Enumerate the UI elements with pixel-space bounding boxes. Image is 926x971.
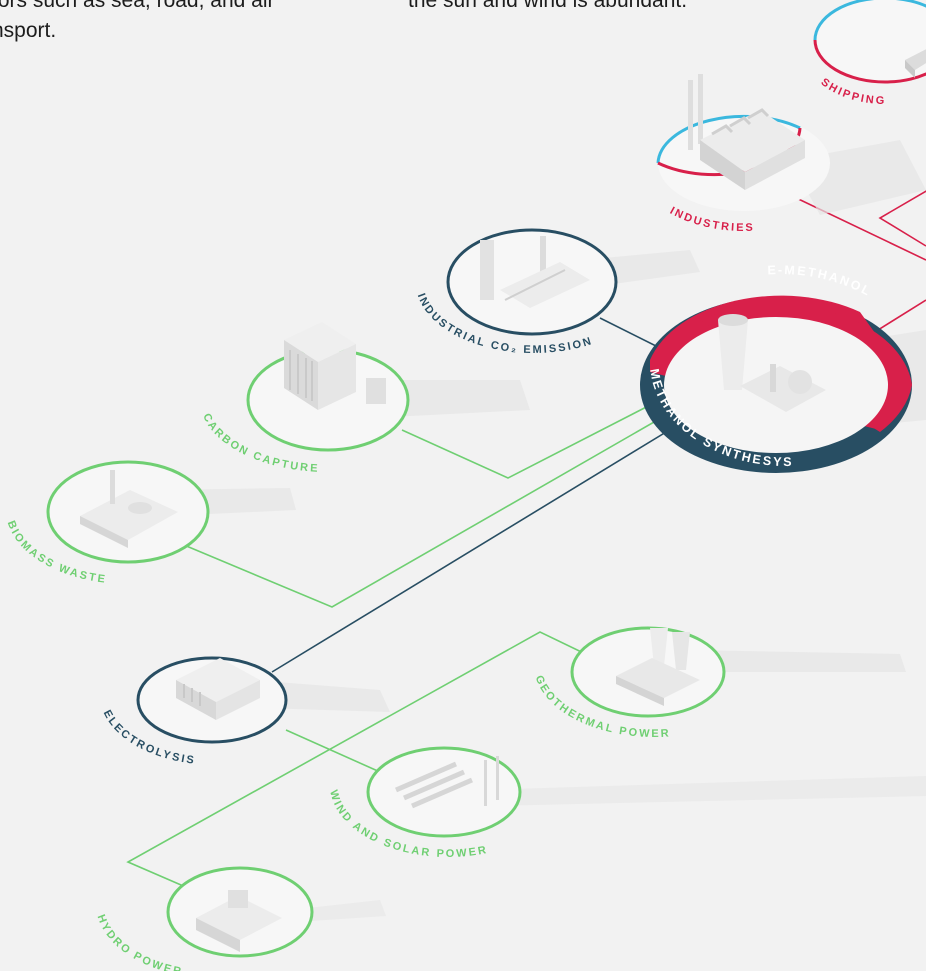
node-shipping: SHIPPING <box>813 0 926 107</box>
node-wind-and-solar-power: WIND AND SOLAR POWER <box>327 746 926 860</box>
line-electrolysis-to-wind <box>285 729 381 773</box>
electrolysis-icon <box>176 658 260 720</box>
intro-text-left: tors such as sea, road, and air nsport. <box>0 0 275 46</box>
svg-text:E-METHANOL: E-METHANOL <box>767 263 874 299</box>
wind-solar-icon <box>395 756 499 809</box>
label-e-methanol: E-METHANOL <box>767 263 872 299</box>
intro-right-line-1: the sun and wind is abundant. <box>408 0 688 12</box>
geothermal-plant-icon <box>616 628 700 706</box>
factory-icon <box>688 74 805 190</box>
methanol-plant-icon <box>718 314 826 412</box>
line-carbon-capture <box>401 399 661 479</box>
ship-icon <box>905 49 926 78</box>
line-co2-to-synthesis <box>599 317 665 351</box>
line-shipping-to-emethanol <box>878 190 926 247</box>
line-industries-to-emethanol <box>789 194 926 261</box>
line-biomass <box>183 413 669 608</box>
hydro-plant-icon <box>196 890 282 952</box>
node-geothermal-power: GEOTHERMAL POWER <box>533 626 906 740</box>
line-hydro-geothermal <box>126 631 599 889</box>
carbon-capture-icon <box>284 322 386 410</box>
node-methanol-synthesys: E-METHANOL METHANOL SYNTHESYS <box>640 263 926 473</box>
intro-left-line-1: tors such as sea, road, and air <box>0 0 275 12</box>
node-industries: INDUSTRIES <box>656 74 926 234</box>
biomass-plant-icon <box>80 470 178 548</box>
node-industrial-co2-emission: INDUSTRIAL CO₂ EMISSION <box>415 228 700 356</box>
intro-text-right: the sun and wind is abundant. <box>408 0 687 16</box>
node-hydro-power: HYDRO POWER <box>95 866 386 971</box>
line-electrolysis <box>271 425 677 673</box>
intro-left-line-2: nsport. <box>0 19 57 42</box>
node-biomass-waste: BIOMASS WASTE <box>5 460 296 586</box>
node-electrolysis: ELECTROLYSIS <box>101 656 390 767</box>
connector-lines <box>126 190 926 889</box>
co2-plant-icon <box>480 236 590 308</box>
